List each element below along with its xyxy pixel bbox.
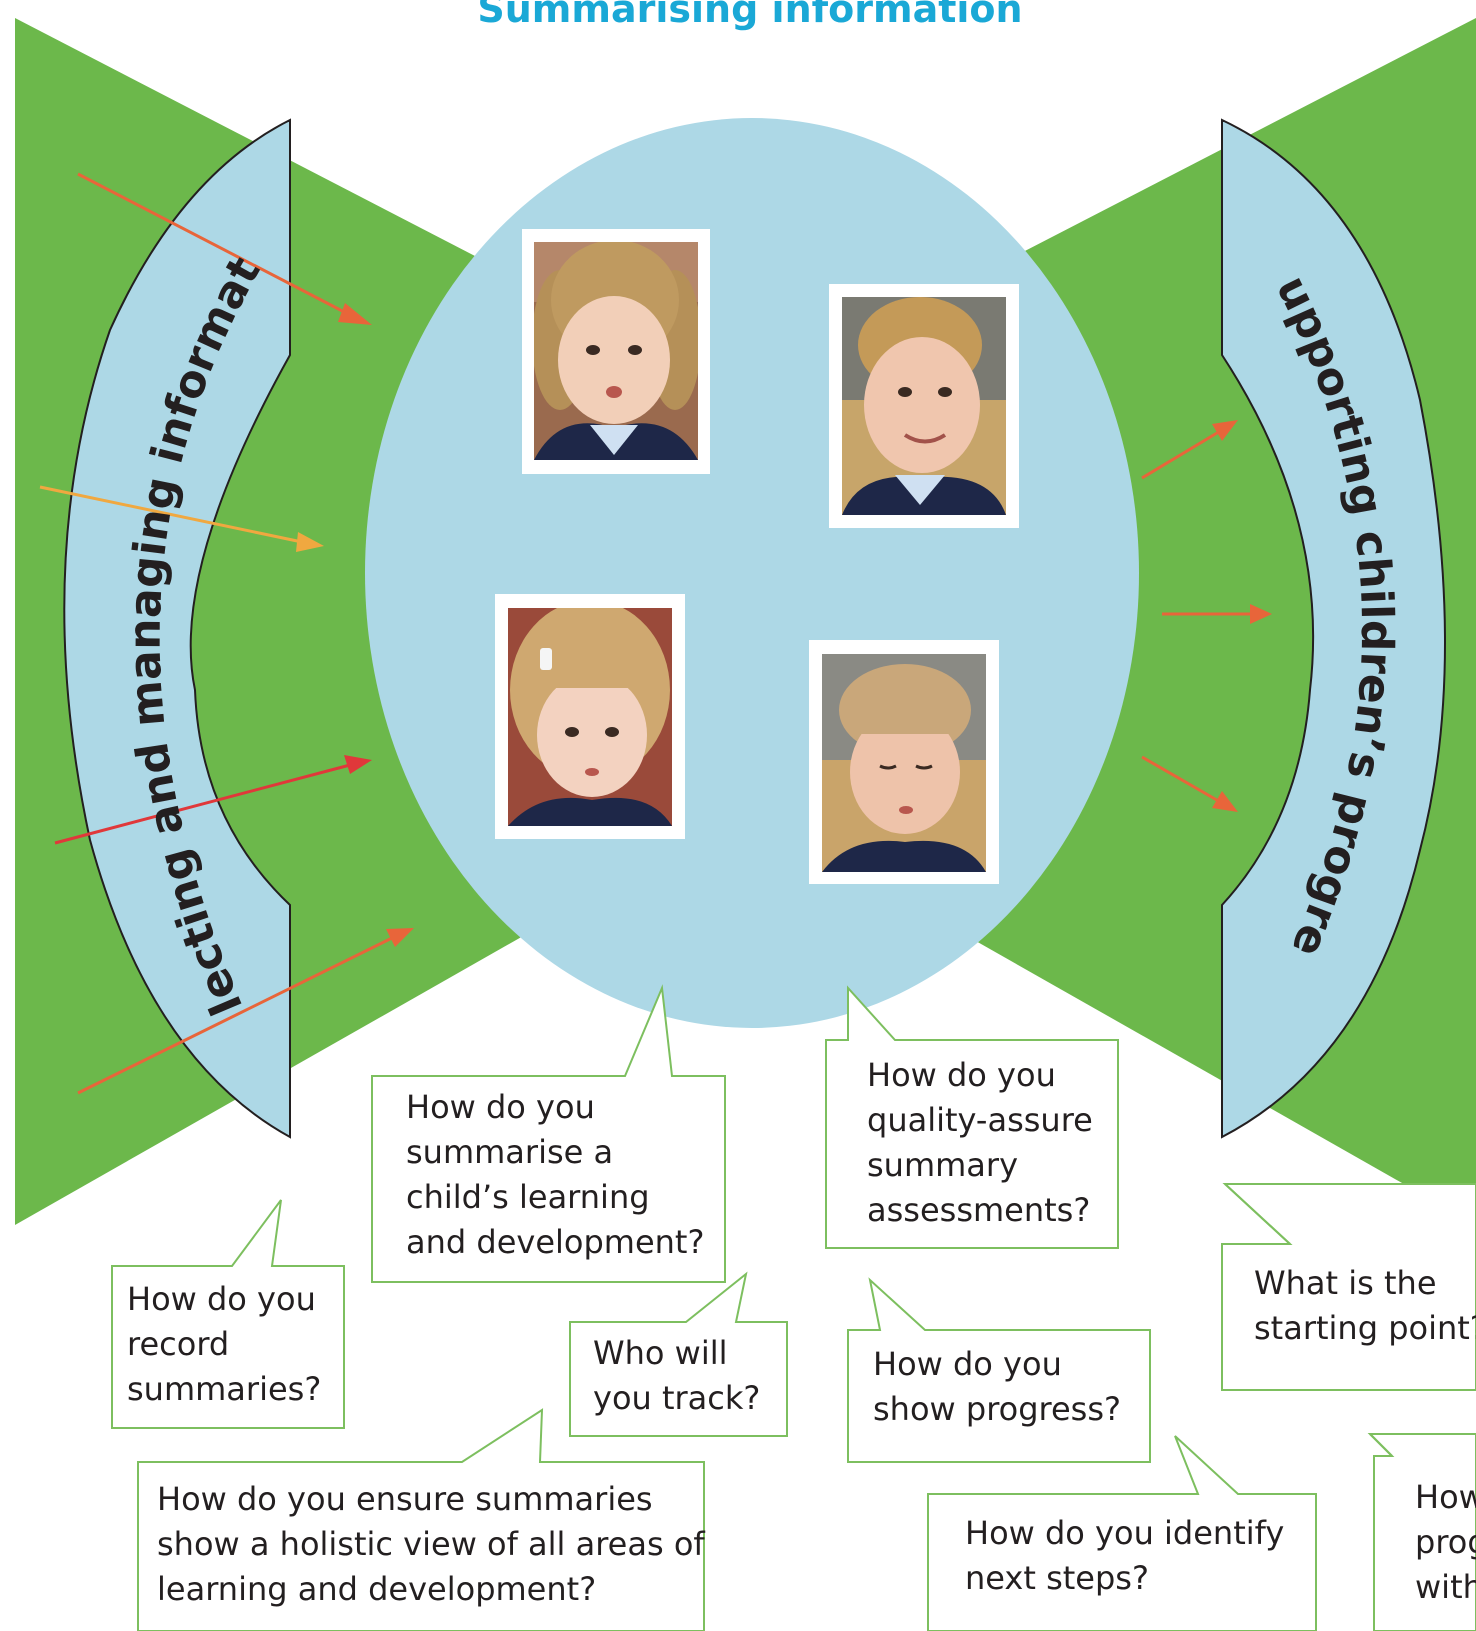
svg-text:How do you ensure summaries: How do you ensure summaries show a holis… xyxy=(157,1480,715,1608)
arrow-1-head xyxy=(338,303,372,325)
callout-quality: How do you quality-assure summary assess… xyxy=(825,985,1119,1249)
arrow-7 xyxy=(1141,755,1223,805)
callout-summarise: How do you summarise a child’s learning … xyxy=(371,984,726,1283)
photo-girl-pigtails xyxy=(522,229,710,474)
arrow-2 xyxy=(39,485,303,544)
right-arrows xyxy=(1141,420,1272,812)
svg-text:What is the starting p: What is the starting point? xyxy=(1254,1264,1476,1347)
arrow-5-head xyxy=(1212,420,1238,441)
callout-holistic: How do you ensure summaries show a holis… xyxy=(137,1408,715,1631)
right-arc-band xyxy=(1221,118,1446,1139)
callout-progress: How do you show progress? xyxy=(847,1277,1151,1463)
arrow-3 xyxy=(54,763,351,845)
arrow-1 xyxy=(77,172,351,317)
photo-girl-hairclip xyxy=(495,594,685,839)
arrow-5 xyxy=(1141,428,1223,480)
arrow-3-head xyxy=(344,755,372,774)
callout-record: How do you record summaries? xyxy=(111,1199,345,1429)
central-oval xyxy=(365,118,1139,1028)
callout-cut: How prog with xyxy=(1367,1433,1476,1631)
left-arc-band xyxy=(63,118,291,1139)
svg-text:How prog with: How prog with xyxy=(1415,1478,1476,1606)
arrow-7-head xyxy=(1212,791,1238,812)
svg-text:How do you record: How do you record summaries? xyxy=(127,1280,326,1408)
callout-starting-pointer xyxy=(1224,1183,1291,1245)
photo-boy-smiling xyxy=(829,284,1019,528)
svg-text:How do you identify ne: How do you identify next steps? xyxy=(965,1514,1294,1597)
arrow-6-head xyxy=(1250,604,1272,624)
svg-text:How do you summarise a: How do you summarise a child’s learning … xyxy=(406,1088,704,1261)
page-title: Summarising information xyxy=(477,0,1022,31)
svg-text:Who will you track?: Who will you track? xyxy=(593,1334,760,1417)
arrow-4-head xyxy=(386,928,414,947)
left-arrows xyxy=(39,172,414,1095)
callout-nextsteps: How do you identify next steps? xyxy=(927,1435,1317,1631)
photo-boy-looking-down xyxy=(809,640,999,884)
svg-text:How do you quality-ass: How do you quality-assure summary assess… xyxy=(867,1056,1103,1229)
callout-starting: What is the starting point? xyxy=(1221,1183,1476,1391)
arrow-4 xyxy=(77,936,393,1095)
callout-track: Who will you track? xyxy=(569,1271,788,1437)
svg-text:How do you show progre: How do you show progress? xyxy=(873,1345,1121,1428)
arrow-2-head xyxy=(296,532,324,552)
